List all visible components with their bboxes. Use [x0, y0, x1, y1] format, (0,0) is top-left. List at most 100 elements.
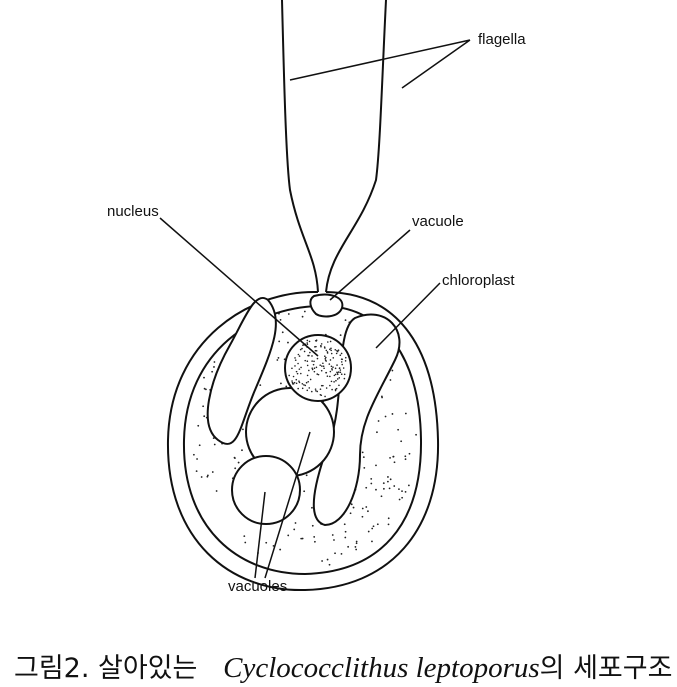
nucleus-dot — [333, 381, 335, 383]
nucleus-dot — [319, 388, 322, 390]
stipple-dot — [387, 476, 389, 478]
nucleus-dot — [298, 368, 301, 370]
nucleus-dot — [330, 380, 333, 383]
stipple-dot — [311, 524, 314, 527]
stipple-dot — [237, 461, 240, 464]
nucleus-dot — [319, 393, 322, 396]
nucleus-dot — [329, 384, 331, 387]
stipple-dot — [391, 369, 394, 372]
stipple-dot — [200, 476, 203, 478]
stipple-dot — [365, 486, 368, 489]
vacuole-small — [309, 293, 344, 318]
stipple-dot — [387, 480, 389, 483]
stipple-dot — [211, 471, 214, 473]
stipple-dot — [387, 523, 390, 526]
nucleus-dot — [306, 360, 309, 363]
nucleus-dot — [325, 349, 328, 352]
stipple-dot — [387, 517, 390, 520]
stipple-dot — [301, 537, 304, 540]
nucleus-dot — [332, 357, 335, 359]
nucleus-dot — [330, 352, 333, 355]
nucleus-dot — [300, 372, 302, 375]
nucleus-dot — [294, 365, 296, 367]
stipple-dot — [404, 490, 407, 493]
stipple-dot — [206, 475, 209, 478]
label-vacuole: vacuole — [412, 213, 464, 230]
stipple-dot — [276, 359, 279, 361]
nucleus-dot — [309, 378, 312, 381]
nucleus-dot — [325, 360, 327, 362]
stipple-dot — [370, 477, 373, 480]
nucleus-dot — [335, 352, 338, 355]
nucleus-dot — [326, 375, 329, 377]
nucleus-dot — [306, 364, 309, 367]
nucleus-dot — [343, 373, 346, 376]
nucleus-dot — [294, 359, 297, 361]
nucleus-dot — [304, 384, 307, 387]
nucleus-dot — [329, 375, 331, 378]
stipple-dot — [355, 540, 358, 543]
nucleus-dot — [315, 389, 317, 392]
stipple-dot — [382, 482, 385, 485]
nucleus-dot — [334, 388, 337, 391]
nucleus-dot — [311, 368, 314, 371]
stipple-dot — [241, 449, 243, 452]
nucleus-dot — [308, 369, 310, 372]
stipple-dot — [347, 545, 350, 548]
nucleus-dot — [292, 375, 295, 378]
nucleus-dot — [338, 377, 341, 379]
stipple-dot — [333, 539, 335, 541]
nucleus-dot — [293, 381, 296, 384]
nucleus-dot — [316, 357, 319, 360]
nucleus-dot — [336, 350, 339, 353]
stipple-dot — [280, 382, 282, 385]
nucleus-dot — [308, 340, 311, 343]
nucleus-dot — [314, 388, 317, 390]
stipple-dot — [195, 470, 198, 473]
nucleus-dot — [295, 378, 298, 381]
nucleus-dot — [329, 348, 331, 351]
nucleus-dot — [306, 343, 309, 346]
nucleus-dot — [324, 395, 326, 398]
nucleus-dot — [306, 374, 309, 377]
nucleus-dot — [292, 383, 295, 385]
nucleus-dot — [320, 343, 323, 345]
stipple-dot — [328, 563, 331, 566]
stipple-dot — [277, 356, 280, 359]
stipple-dot — [242, 428, 244, 431]
nucleus-dot — [326, 352, 329, 354]
stipple-dot — [389, 456, 391, 459]
nucleus-dot — [339, 354, 342, 357]
nucleus-dot — [291, 367, 293, 370]
stipple-dot — [375, 488, 377, 491]
stipple-dot — [372, 525, 375, 528]
nucleus-dot — [316, 390, 319, 393]
stipple-dot — [365, 506, 368, 508]
nucleus-dot — [324, 357, 327, 360]
stipple-dot — [265, 541, 268, 544]
stipple-dot — [401, 490, 403, 493]
cell-wall-inner — [182, 305, 423, 576]
nucleus-dot — [330, 349, 332, 352]
nucleus-dot — [320, 345, 322, 348]
nucleus-dot — [291, 381, 294, 384]
nucleus-dot — [291, 380, 293, 382]
nucleus-dot — [307, 380, 310, 383]
stipple-dot — [361, 515, 364, 518]
label-nucleus: nucleus — [107, 203, 159, 220]
nucleus-dot — [339, 369, 342, 371]
nucleus-dot — [298, 380, 300, 382]
stipple-dot — [234, 467, 237, 470]
stipple-dot — [314, 540, 316, 543]
stipple-dot — [352, 506, 355, 509]
stipple-dot — [377, 420, 380, 422]
nucleus-dot — [338, 367, 341, 369]
nucleus-dot — [322, 384, 324, 387]
stipple-dot — [404, 412, 407, 415]
nucleus-dot — [329, 359, 332, 361]
stipple-dot — [198, 444, 201, 447]
nucleus-dot — [341, 363, 344, 366]
stipple-dot — [321, 560, 323, 562]
stipple-dot — [340, 552, 343, 555]
